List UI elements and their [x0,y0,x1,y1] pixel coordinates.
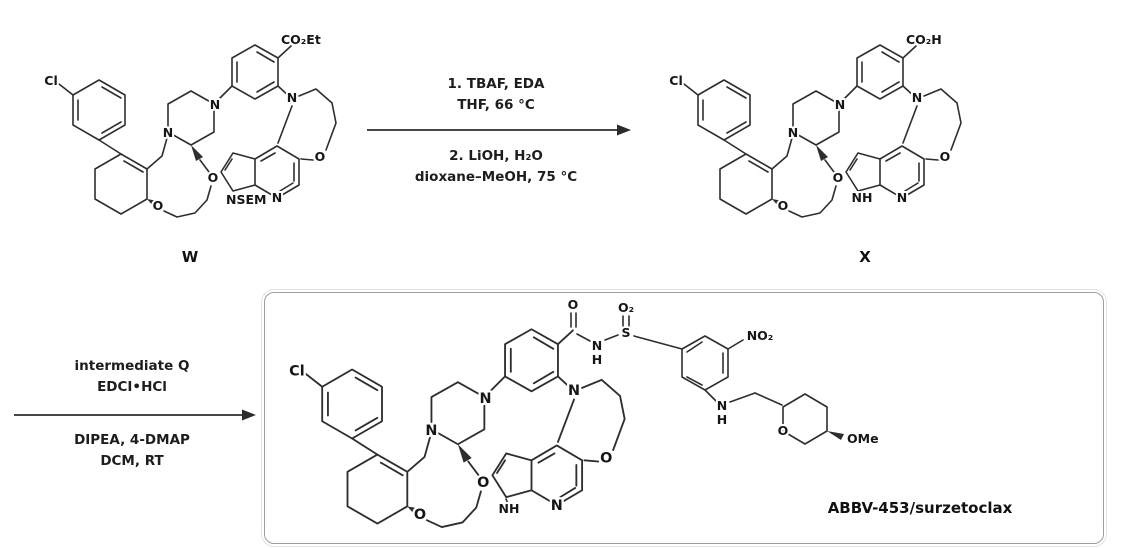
aniline-h-label: H [717,412,727,427]
condition-line: dioxane–MeOH, 75 °C [414,169,578,185]
condition-line: DCM, RT [100,453,164,469]
pyrrole-nsem-label: NSEM [226,192,266,207]
core-scaffold-instance [289,329,624,527]
methoxy-label: OMe [847,431,879,446]
aniline-n-label: N [717,398,727,413]
condition-line: 2. LiOH, H₂O [449,148,543,164]
reaction-arrow-1 [367,124,631,136]
ester-group-label: CO₂Et [281,32,321,47]
step2-conditions-bottom: DIPEA, 4-DMAP DCM, RT [6,430,258,472]
compound-w-label: W [181,248,199,266]
structure-compound-x: CO₂H NH [667,30,963,219]
step2-conditions-top: intermediate Q EDCI•HCl [6,356,258,398]
product-name: ABBV-453/surzetoclax [828,499,1013,517]
step1-conditions-top: 1. TBAF, EDA THF, 66 °C [358,74,634,116]
condition-line: EDCI•HCl [97,379,167,395]
amide-n-label: N [592,338,602,353]
extension-bonds [505,312,828,505]
condition-line: THF, 66 °C [457,97,535,113]
core-scaffold-instance [667,43,963,219]
carbonyl-o-label: O [568,297,579,312]
reaction-arrow-2 [14,409,256,421]
amide-h-label: H [592,352,602,367]
structure-compound-w: CO₂Et NSEM [42,30,338,219]
ome-wedge [827,431,844,440]
structure-product: O N H S O₂ NO₂ N H O OMe NH ABBV-453/sur… [265,295,1015,543]
core-scaffold-instance [42,43,338,219]
step1-conditions-bottom: 2. LiOH, H₂O dioxane–MeOH, 75 °C [358,146,634,188]
acid-group-label: CO₂H [906,32,942,47]
product-pyrrole-nh-label: NH [499,501,520,516]
condition-line: intermediate Q [74,358,190,374]
extension-atom-labels: O N H S O₂ NO₂ N H O OMe NH [497,295,881,518]
sulfur-label: S [621,325,630,340]
pyrrole-nh-label: NH [852,190,873,205]
sulfonyl-o2-label: O₂ [618,300,634,315]
pyran-o-label: O [778,423,789,438]
product-box: O N H S O₂ NO₂ N H O OMe NH ABBV-453/sur… [261,289,1107,547]
compound-x-label: X [859,248,871,266]
condition-line: 1. TBAF, EDA [447,76,545,92]
nitro-group-label: NO₂ [747,328,774,343]
condition-line: DIPEA, 4-DMAP [74,432,190,448]
